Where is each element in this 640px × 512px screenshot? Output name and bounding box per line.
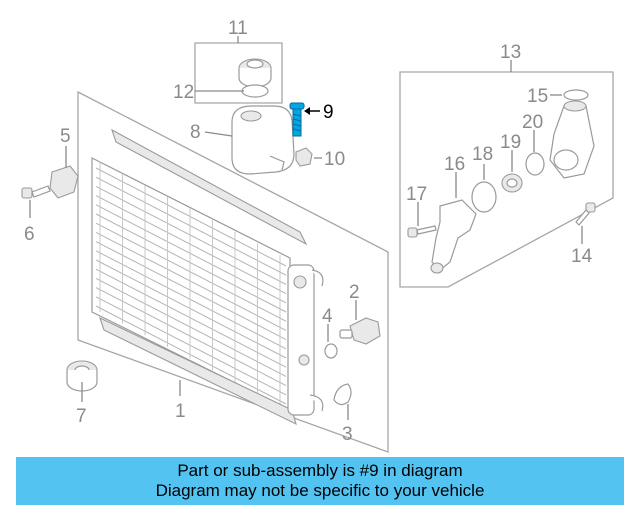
part-11-cap xyxy=(238,58,272,88)
callout-8: 8 xyxy=(190,122,201,143)
callout-14: 14 xyxy=(571,246,593,267)
part-15-seal xyxy=(563,89,589,101)
part-16-ring xyxy=(471,181,497,213)
callout-18: 18 xyxy=(472,144,493,165)
callout-11: 11 xyxy=(228,18,248,39)
info-banner: Part or sub-assembly is #9 in diagram Di… xyxy=(16,457,624,505)
callout-2: 2 xyxy=(349,282,360,303)
part-4-o-ring xyxy=(324,343,338,359)
part-17-bolt xyxy=(407,225,437,238)
callout-12: 12 xyxy=(173,82,194,103)
callout-20: 20 xyxy=(522,112,543,133)
part-20-housing xyxy=(549,100,595,179)
banner-line-1: Part or sub-assembly is #9 in diagram xyxy=(177,461,463,480)
part-18-thermostat xyxy=(501,173,523,193)
callout-5: 5 xyxy=(60,126,71,147)
callout-16: 16 xyxy=(444,154,465,175)
part-7-mount xyxy=(66,360,98,392)
radiator xyxy=(91,128,324,426)
callout-15: 15 xyxy=(527,86,548,107)
part-9-bolt-highlighted xyxy=(289,102,305,137)
part-10-clip xyxy=(295,147,313,167)
part-3-clip xyxy=(333,383,352,406)
leader-lines xyxy=(29,36,583,420)
callout-7: 7 xyxy=(76,406,87,427)
callout-6: 6 xyxy=(24,224,35,245)
part-5-bracket xyxy=(49,165,79,199)
part-14-bolt xyxy=(575,202,596,226)
cap-group-outline xyxy=(194,42,283,104)
part-6-bolt xyxy=(21,185,51,199)
part-19-seal xyxy=(525,152,545,176)
callout-13: 13 xyxy=(500,42,521,63)
callout-19: 19 xyxy=(500,132,521,153)
callout-9: 9 xyxy=(323,102,334,123)
callout-1: 1 xyxy=(175,401,186,422)
thermostat-group-outline xyxy=(399,71,614,288)
callout-4: 4 xyxy=(322,306,333,327)
parts-diagram: 1 2 3 4 5 6 7 8 9 10 11 12 13 14 15 16 1… xyxy=(21,18,614,453)
radiator-group-outline xyxy=(77,90,389,453)
part-2-sensor xyxy=(339,317,381,345)
callout-10: 10 xyxy=(324,149,345,170)
callout-17: 17 xyxy=(406,184,427,205)
part-16-elbow xyxy=(430,199,477,274)
part-12-seal xyxy=(241,84,269,98)
callout-3: 3 xyxy=(342,424,353,445)
banner-line-2: Diagram may not be specific to your vehi… xyxy=(155,481,485,500)
part-8-expansion-tank xyxy=(231,105,295,175)
